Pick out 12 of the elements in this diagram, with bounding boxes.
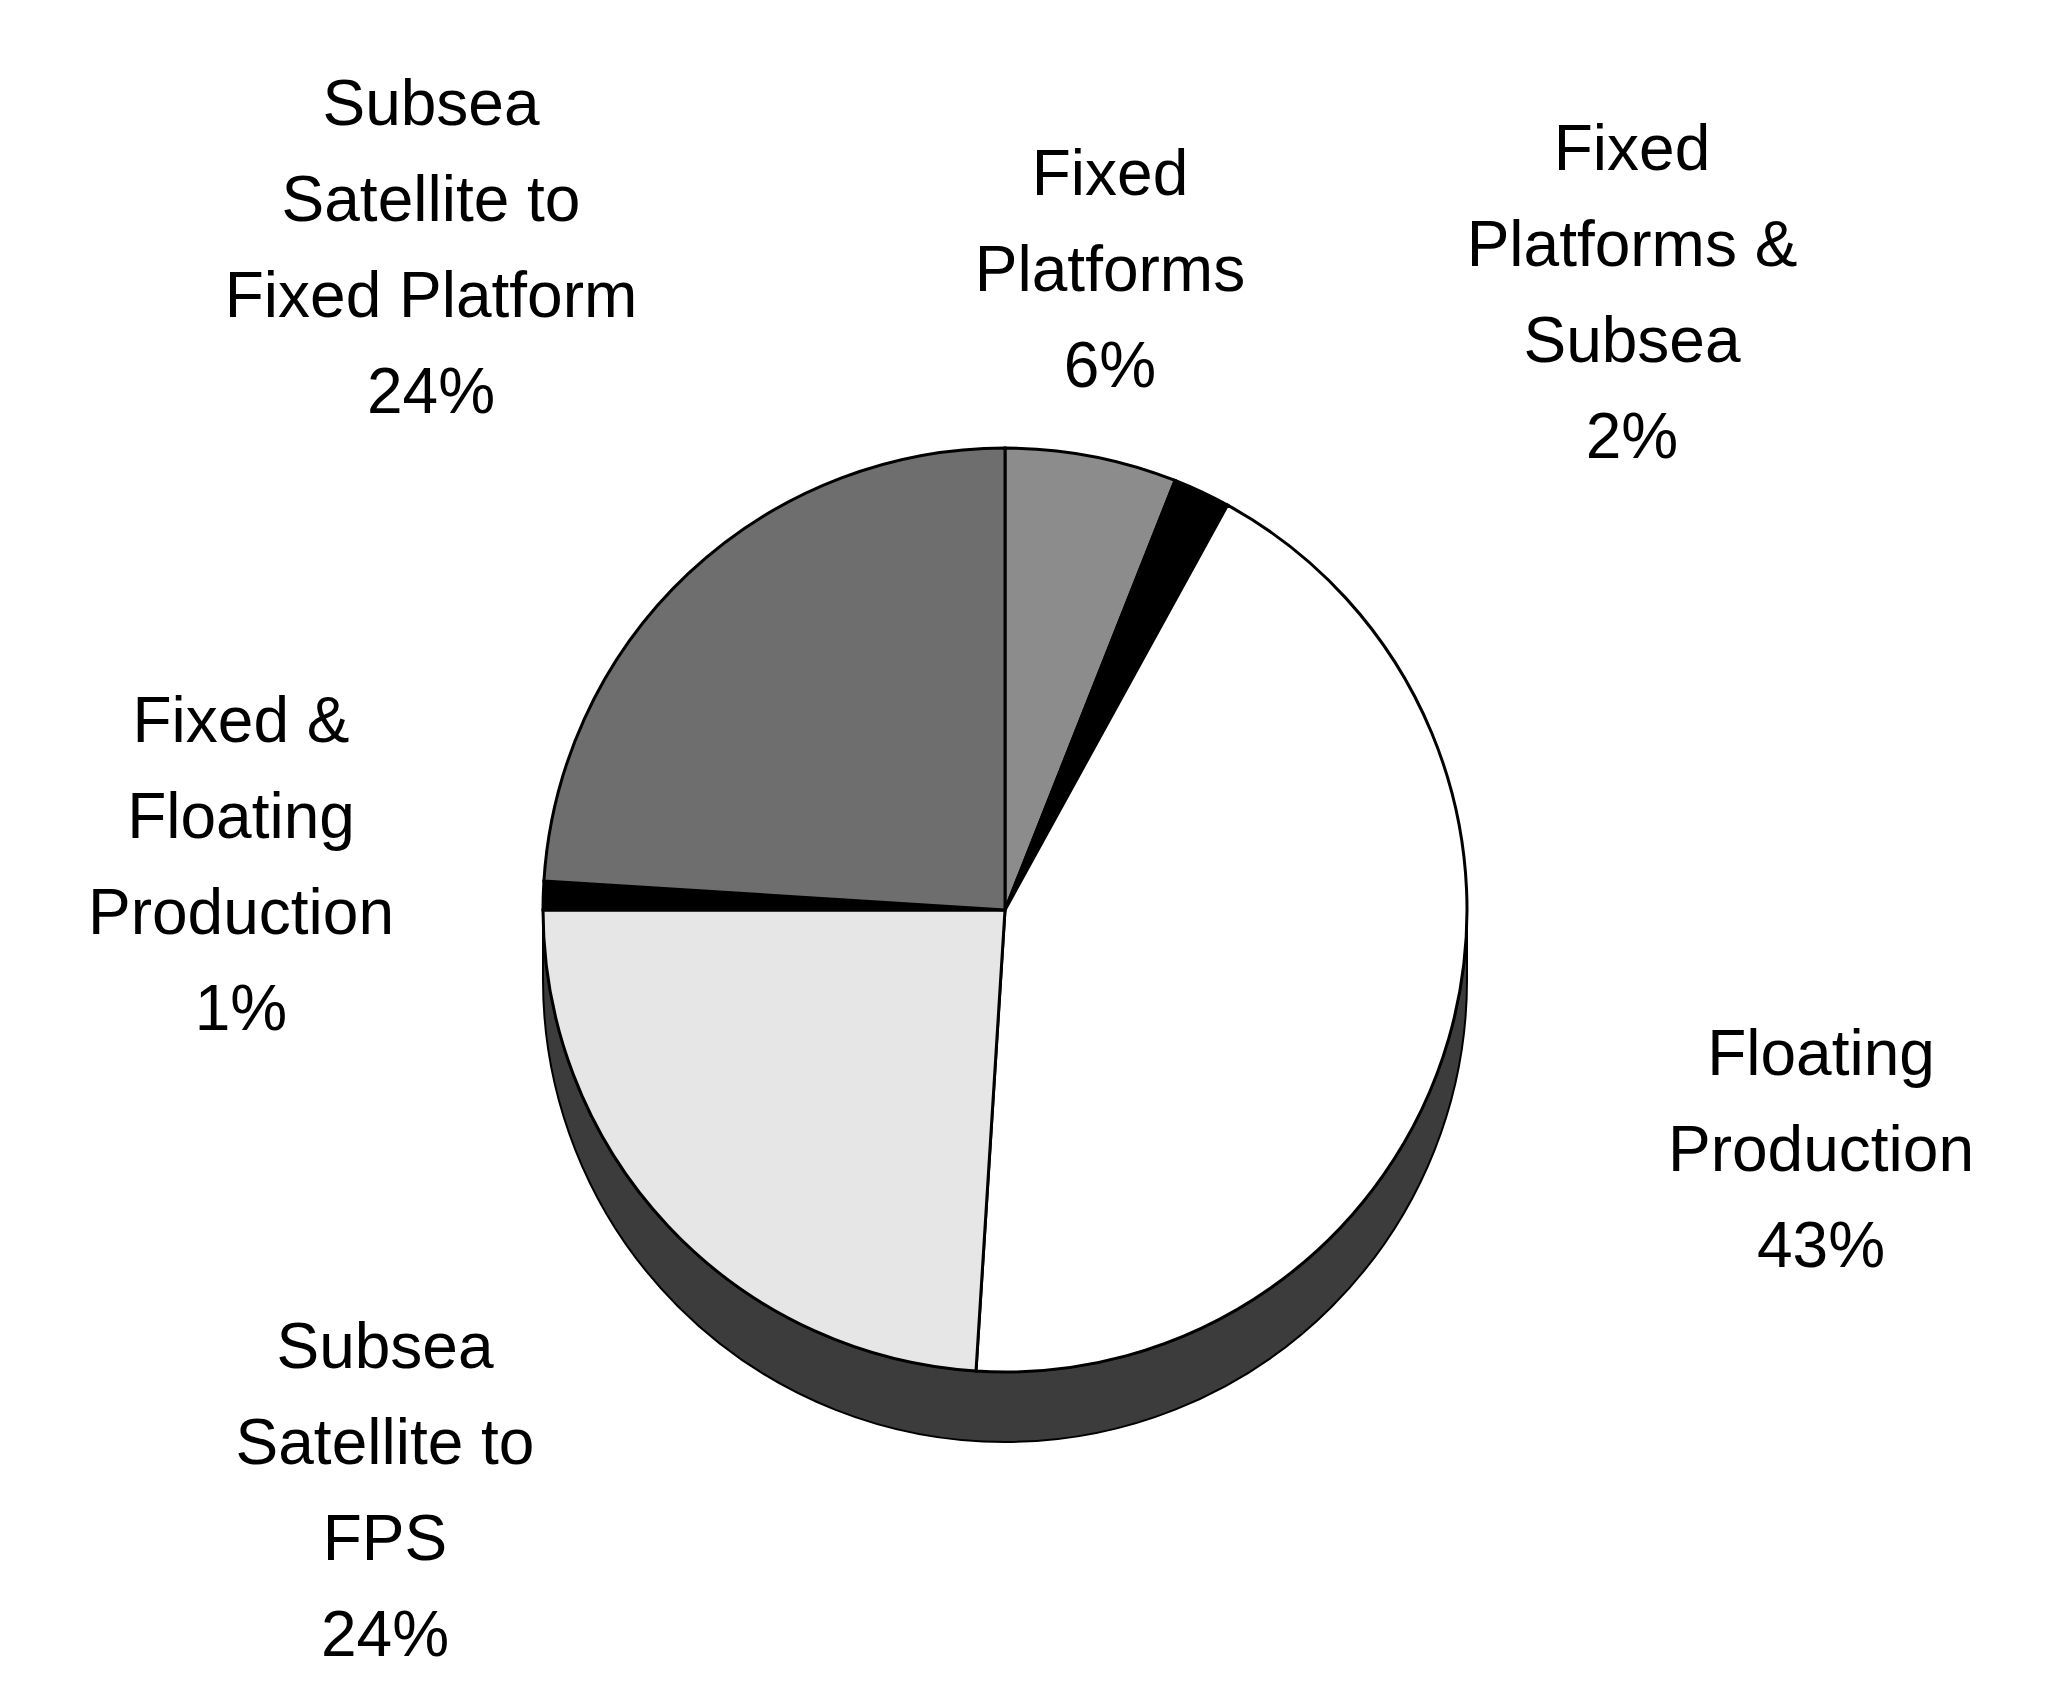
category-label: Fixed & Floating Production xyxy=(87,683,395,950)
value-label: 2% xyxy=(1584,399,1680,474)
category-label: Subsea Satellite to Fixed Platform xyxy=(223,66,639,333)
value-label: 24% xyxy=(319,1597,451,1672)
value-label: 43% xyxy=(1755,1208,1887,1283)
category-label: Fixed Platforms xyxy=(973,136,1247,307)
value-label: 24% xyxy=(365,354,497,429)
category-label: Floating Production xyxy=(1667,1016,1975,1187)
value-label: 1% xyxy=(193,971,289,1046)
value-label: 6% xyxy=(1062,328,1158,403)
category-label: Fixed Platforms & Subsea xyxy=(1465,111,1799,378)
category-label: Subsea Satellite to FPS xyxy=(234,1309,536,1576)
